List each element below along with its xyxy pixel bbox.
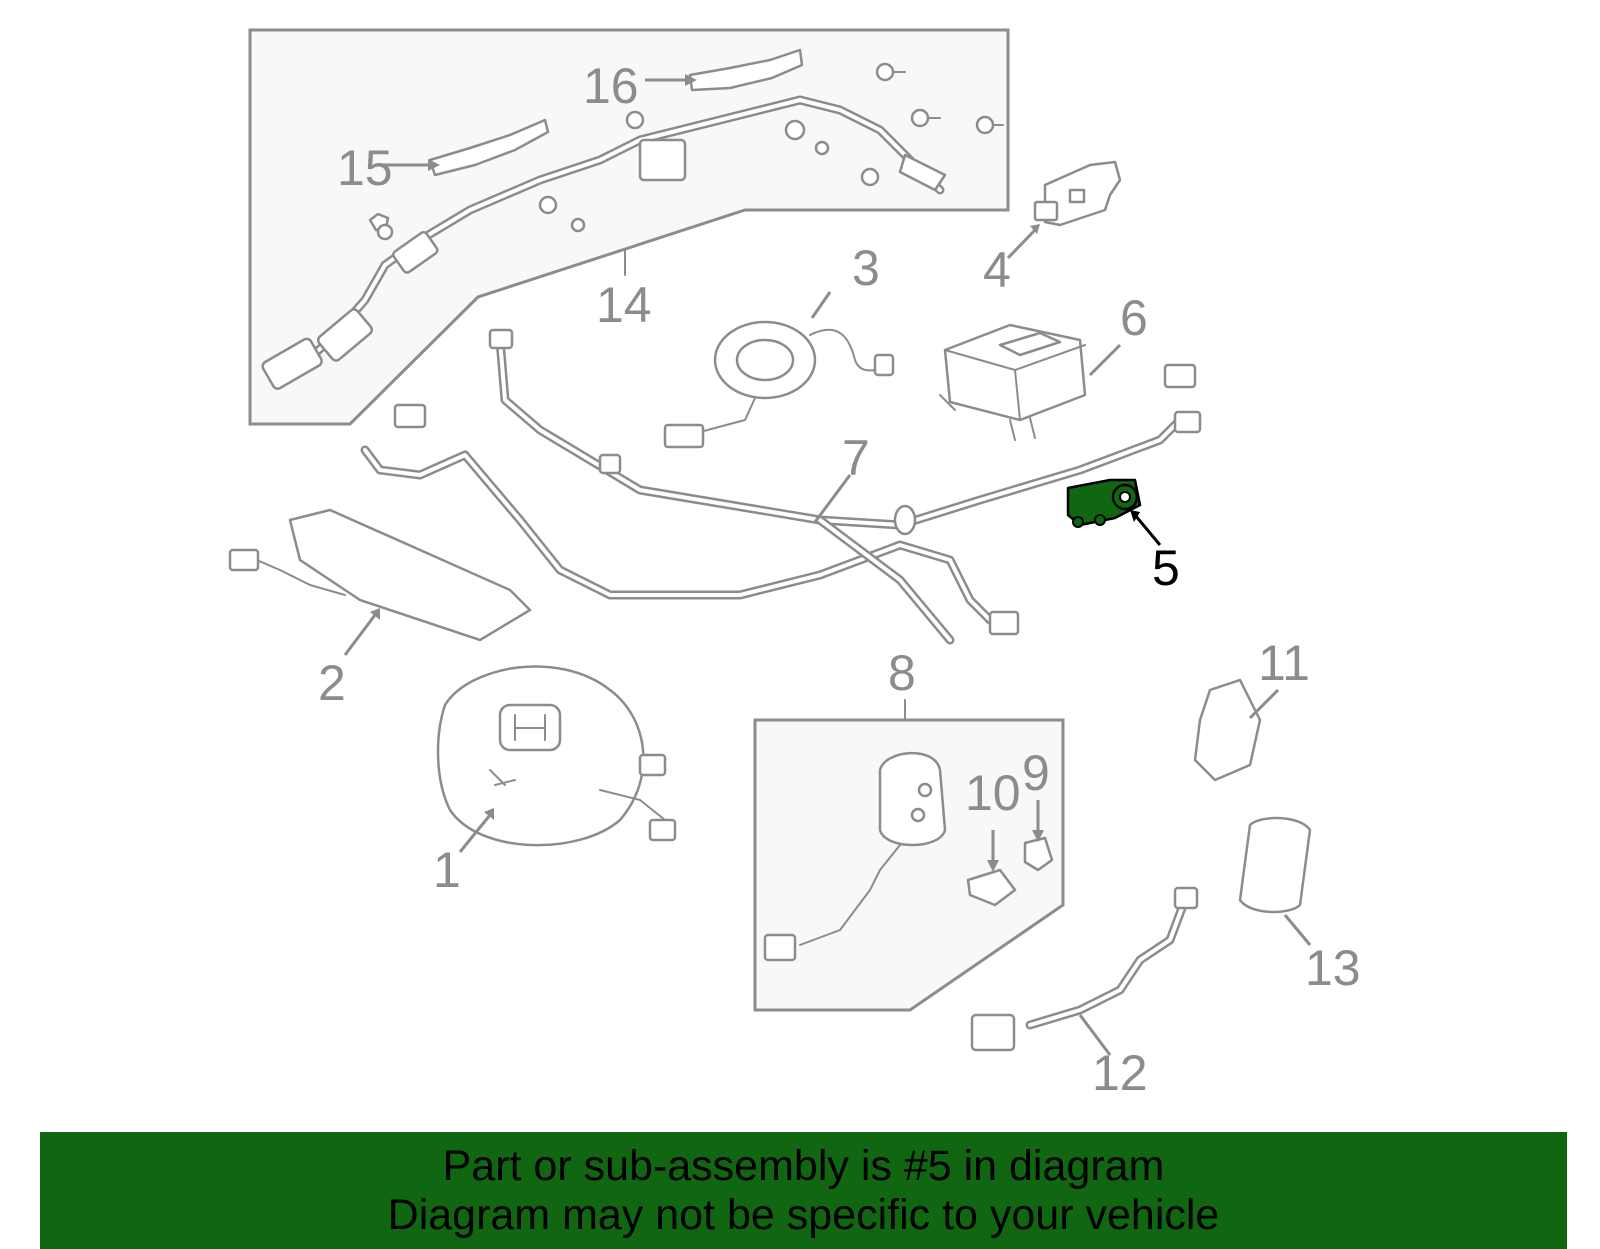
info-banner: Part or sub-assembly is #5 in diagram Di…: [40, 1132, 1567, 1249]
callout-16: 16: [583, 58, 639, 114]
banner-line-2: Diagram may not be specific to your vehi…: [387, 1190, 1220, 1239]
banner-line-1: Part or sub-assembly is #5 in diagram: [442, 1141, 1165, 1190]
callout-9: 9: [1022, 745, 1050, 801]
clock-spring-part: [663, 291, 895, 449]
callout-14: 14: [596, 277, 652, 333]
parts-diagram: 1 2 3 4 5 6 7 8 9 10 11 12 13 14 15 16: [228, 28, 1361, 1101]
callout-10: 10: [965, 765, 1021, 821]
bracket-16-part: [645, 48, 804, 92]
harness-7-part: [360, 328, 1202, 645]
curtain-airbag-part: [261, 95, 947, 390]
callout-11: 11: [1258, 635, 1310, 691]
callout-6: 6: [1120, 290, 1148, 346]
part-11-part: [1193, 678, 1280, 782]
callout-8: 8: [888, 645, 916, 701]
passenger-airbag-part: [228, 508, 532, 656]
callout-2: 2: [318, 655, 346, 711]
callout-5: 5: [1152, 540, 1180, 596]
callout-1: 1: [433, 842, 461, 898]
group-box-8: [753, 718, 1065, 1012]
driver-airbag-part: [436, 665, 677, 853]
side-airbag-8-part: [763, 751, 947, 962]
callout-7: 7: [842, 430, 870, 486]
bracket-15-part: [380, 118, 550, 177]
srs-unit-6-part: [939, 323, 1122, 441]
part-9-10-group: [966, 800, 1054, 907]
group-box-14: [248, 28, 1010, 426]
callout-13: 13: [1305, 940, 1361, 996]
sensor-4-part: [1006, 160, 1122, 260]
callout-12: 12: [1092, 1045, 1148, 1101]
callout-4: 4: [983, 242, 1011, 298]
callout-15: 15: [337, 140, 393, 196]
clips-group: [376, 62, 1004, 241]
part-5-highlighted: [1066, 478, 1162, 546]
callout-3: 3: [852, 240, 880, 296]
part-12-part: [970, 886, 1199, 1056]
part-13-part: [1238, 816, 1312, 946]
